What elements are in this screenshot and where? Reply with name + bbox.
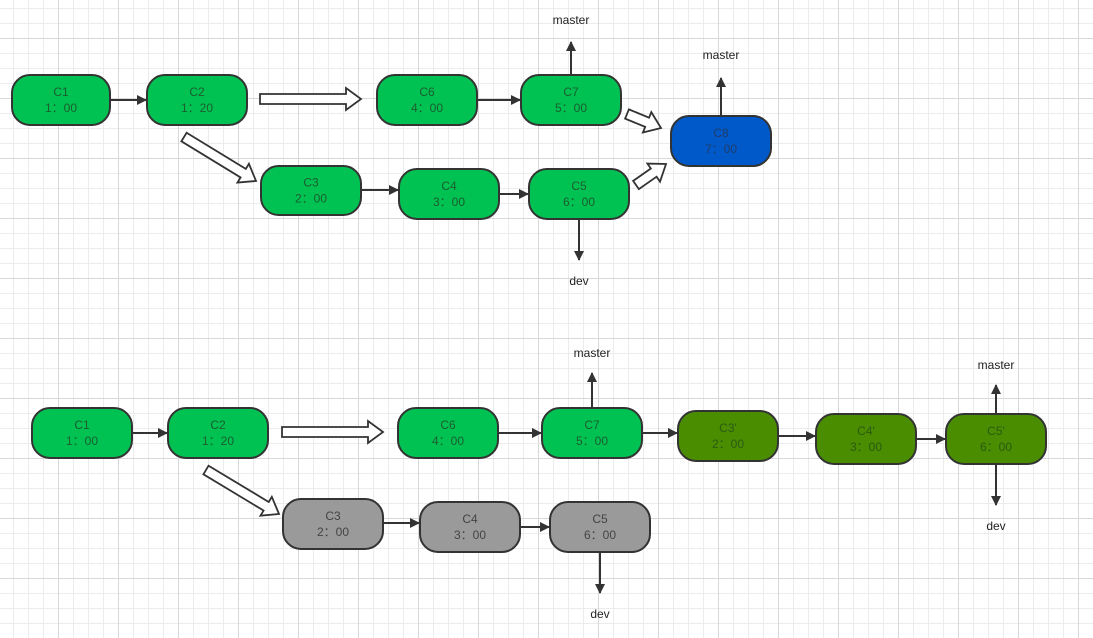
branch-label-master: master	[574, 346, 611, 360]
commit-node-shape	[815, 413, 917, 465]
commit-node-shape	[419, 501, 521, 553]
commit-time: 1：20	[181, 101, 213, 115]
commit-name: C5'	[987, 424, 1005, 438]
commit-name: C3'	[719, 421, 737, 435]
commit-node-shape	[670, 115, 772, 167]
commit-node-shape	[520, 74, 622, 126]
commit-node-shape	[167, 407, 269, 459]
commit-time: 5：00	[555, 101, 587, 115]
commit-name: C4	[462, 512, 478, 526]
commit-node-b-c3: C3 2：00	[282, 498, 384, 550]
commit-name: C8	[713, 126, 729, 140]
commit-node-b-c4p: C4' 3：00	[815, 413, 917, 465]
commit-name: C3	[303, 176, 319, 190]
hollow-arrow	[623, 108, 663, 134]
branch-label-master: master	[553, 13, 590, 27]
commit-node-b-c1: C1 1：00	[31, 407, 133, 459]
commit-time: 4：00	[432, 434, 464, 448]
commit-node-shape	[677, 410, 779, 462]
commit-name: C1	[74, 418, 90, 432]
commit-node-t-c2: C2 1：20	[146, 74, 248, 126]
hollow-arrow	[259, 86, 363, 112]
hollow-arrow	[631, 162, 668, 191]
commit-node-t-c8: C8 7：00	[670, 115, 772, 167]
commit-time: 4：00	[411, 101, 443, 115]
commit-time: 6：00	[563, 195, 595, 209]
commit-node-shape	[11, 74, 111, 126]
commit-name: C7	[563, 85, 579, 99]
commit-node-t-c4: C4 3：00	[398, 168, 500, 220]
nodes-layer: C11：00C21：20C64：00C75：00C87：00C32：00C43：…	[11, 74, 1047, 553]
commit-name: C7	[584, 418, 600, 432]
commit-node-shape	[945, 413, 1047, 465]
commit-time: 1：00	[45, 101, 77, 115]
hollow-arrows-layer	[180, 86, 668, 517]
commit-time: 5：00	[576, 434, 608, 448]
commit-node-shape	[31, 407, 133, 459]
commit-node-shape	[282, 498, 384, 550]
commit-node-shape	[260, 165, 362, 216]
commit-time: 3：00	[850, 440, 882, 454]
commit-name: C5	[571, 179, 587, 193]
commit-node-shape	[549, 501, 651, 553]
branch-labels-layer: master master dev master master dev dev	[553, 13, 1015, 621]
commit-time: 6：00	[584, 528, 616, 542]
commit-node-t-c7: C7 5：00	[520, 74, 622, 126]
branch-label-dev: dev	[569, 274, 588, 288]
commit-name: C1	[53, 85, 69, 99]
commit-time: 1：20	[202, 434, 234, 448]
commit-node-shape	[376, 74, 478, 126]
hollow-arrow	[180, 131, 258, 184]
commit-node-t-c3: C3 2：00	[260, 165, 362, 216]
commit-node-t-c6: C6 4：00	[376, 74, 478, 126]
commit-node-b-c3p: C3' 2：00	[677, 410, 779, 462]
hollow-arrow	[202, 464, 281, 517]
commit-time: 7：00	[705, 142, 737, 156]
commit-name: C3	[325, 509, 341, 523]
commit-node-b-c6: C6 4：00	[397, 407, 499, 459]
commit-name: C2	[189, 85, 205, 99]
branch-label-master: master	[978, 358, 1015, 372]
commit-node-t-c1: C1 1：00	[11, 74, 111, 126]
commit-time: 3：00	[454, 528, 486, 542]
commit-name: C2	[210, 418, 226, 432]
commit-node-t-c5: C5 6：00	[528, 168, 630, 220]
commit-node-shape	[398, 168, 500, 220]
branch-label-dev: dev	[590, 607, 609, 621]
commit-name: C4'	[857, 424, 875, 438]
commit-time: 3：00	[433, 195, 465, 209]
branch-label-dev: dev	[986, 519, 1005, 533]
edges-layer	[110, 41, 1001, 594]
commit-name: C4	[441, 179, 457, 193]
commit-time: 6：00	[980, 440, 1012, 454]
commit-name: C6	[419, 85, 435, 99]
commit-time: 2：00	[712, 437, 744, 451]
commit-name: C5	[592, 512, 608, 526]
commit-time: 2：00	[295, 192, 327, 206]
commit-node-b-c5: C5 6：00	[549, 501, 651, 553]
branch-label-master: master	[703, 48, 740, 62]
commit-node-shape	[397, 407, 499, 459]
commit-time: 1：00	[66, 434, 98, 448]
commit-node-shape	[146, 74, 248, 126]
commit-node-shape	[528, 168, 630, 220]
commit-node-b-c5p: C5' 6：00	[945, 413, 1047, 465]
commit-node-b-c4: C4 3：00	[419, 501, 521, 553]
commit-node-b-c2: C2 1：20	[167, 407, 269, 459]
commit-time: 2：00	[317, 525, 349, 539]
commit-node-shape	[541, 407, 643, 459]
hollow-arrow	[281, 419, 385, 445]
commit-node-b-c7: C7 5：00	[541, 407, 643, 459]
commit-name: C6	[440, 418, 456, 432]
